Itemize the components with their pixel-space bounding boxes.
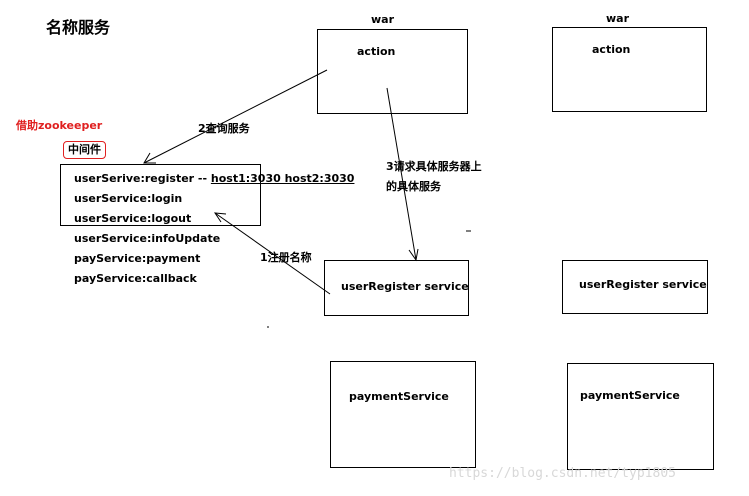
action-box-left <box>317 29 468 114</box>
action-label-right: action <box>592 43 631 56</box>
registry-entry: userService:login <box>74 192 183 205</box>
registry-entry-name: userSerive:register <box>74 172 195 185</box>
registry-entry: userService:infoUpdate <box>74 232 221 245</box>
query-edge-label: 2查询服务 <box>198 122 250 135</box>
payment-service-box-right <box>567 363 714 470</box>
page-title: 名称服务 <box>46 18 111 37</box>
zookeeper-note: 借助zookeeper <box>16 119 103 132</box>
request-arrowhead <box>408 248 419 262</box>
watermark: https://blog.csdn.net/typ1805 <box>449 466 676 481</box>
payment-service-label-right: paymentService <box>580 389 680 402</box>
action-box-right <box>552 27 707 112</box>
request-edge-label-line2: 的具体服务 <box>386 180 441 193</box>
request-arrow <box>386 87 417 261</box>
middleware-badge: 中间件 <box>63 141 106 159</box>
registry-hosts: host1:3030 host2:3030 <box>210 172 355 185</box>
registry-box <box>60 164 261 226</box>
registry-entry-separator: -- <box>194 172 211 185</box>
user-service-box-left <box>324 260 469 316</box>
payment-service-label-left: paymentService <box>349 390 449 403</box>
war-label-right: war <box>606 12 630 25</box>
query-arrowhead <box>143 152 156 164</box>
user-service-box-right <box>562 260 708 314</box>
registry-entry: userSerive:register -- host1:3030 host2:… <box>74 169 354 189</box>
war-label-left: war <box>371 13 395 26</box>
request-edge-label-line1: 3请求具体服务器上 <box>386 160 482 173</box>
register-edge-label: 1注册名称 <box>260 251 312 264</box>
registry-entry: userService:logout <box>74 212 192 225</box>
user-service-label-left: userRegister service <box>341 280 469 293</box>
registry-list: userSerive:register -- host1:3030 host2:… <box>74 169 354 289</box>
register-arrow <box>214 212 331 295</box>
action-label-left: action <box>357 45 396 58</box>
registry-entry: payService:callback <box>74 272 197 285</box>
register-arrowhead <box>214 212 227 223</box>
payment-service-box-left <box>330 361 476 468</box>
registry-entry: payService:payment <box>74 252 201 265</box>
query-arrow <box>143 69 328 164</box>
user-service-label-right: userRegister service <box>579 278 707 291</box>
